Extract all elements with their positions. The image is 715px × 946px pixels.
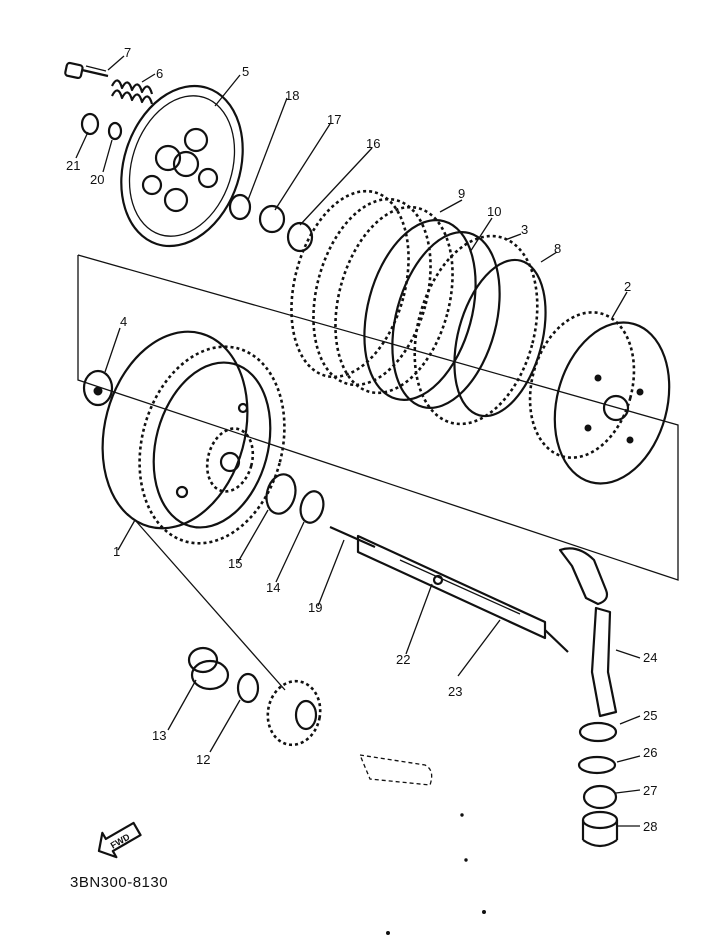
callout-2: 2 [624, 279, 631, 294]
bearing-part [582, 784, 618, 810]
callout-27: 27 [643, 783, 657, 798]
callout-8: 8 [554, 241, 561, 256]
callout-19: 19 [308, 600, 322, 615]
scan-speck [460, 813, 464, 817]
callout-28: 28 [643, 819, 657, 834]
thrust-bearing-part [286, 221, 314, 253]
push-plate-part [228, 193, 252, 221]
callout-4: 4 [120, 314, 127, 329]
scan-speck [482, 910, 486, 914]
forward-arrow-icon: FWD [97, 821, 142, 859]
locknut-part [258, 204, 286, 234]
push-rod-part [329, 525, 569, 653]
shaft-fragment-part [358, 754, 433, 786]
callout-21: 21 [66, 158, 80, 173]
pressure-plate-part [120, 84, 244, 248]
clutch-plate-stack [290, 189, 547, 426]
callout-17: 17 [327, 112, 341, 127]
scan-speck [464, 858, 468, 862]
callout-7: 7 [124, 45, 131, 60]
callout-5: 5 [242, 64, 249, 79]
scan-speck [386, 931, 390, 935]
collar-part [187, 646, 230, 691]
spacer-washer-part [299, 490, 325, 524]
clutch-housing-part [101, 330, 286, 545]
diagram-code: 3BN300-8130 [70, 874, 169, 891]
callout-13: 13 [152, 728, 166, 743]
spring-part [111, 79, 154, 105]
thrust-washer-part [265, 473, 297, 515]
callout-15: 15 [228, 556, 242, 571]
clutch-boss-part [528, 311, 671, 485]
spring-clip-part [578, 721, 618, 743]
callout-6: 6 [156, 66, 163, 81]
callout-25: 25 [643, 708, 657, 723]
callout-24: 24 [643, 650, 657, 665]
bolt-part [64, 61, 109, 80]
callout-18: 18 [285, 88, 299, 103]
callout-20: 20 [90, 172, 104, 187]
nut-part [80, 112, 100, 136]
oil-seal-part [577, 755, 617, 775]
lock-washer-part [107, 121, 123, 141]
claw-washer-part [82, 369, 114, 407]
callout-23: 23 [448, 684, 462, 699]
callout-10: 10 [487, 204, 501, 219]
callout-26: 26 [643, 745, 657, 760]
needle-bearing-part [581, 810, 619, 848]
callout-9: 9 [458, 186, 465, 201]
plain-washer-part [236, 672, 260, 704]
callout-1: 1 [113, 544, 120, 559]
callout-12: 12 [196, 752, 210, 767]
primary-drive-gear-part [266, 679, 322, 747]
callout-16: 16 [366, 136, 380, 151]
callout-3: 3 [521, 222, 528, 237]
callout-14: 14 [266, 580, 280, 595]
callout-22: 22 [396, 652, 410, 667]
push-lever-part [558, 547, 618, 718]
leader-lines [75, 55, 641, 827]
assembly-outline [77, 254, 679, 581]
